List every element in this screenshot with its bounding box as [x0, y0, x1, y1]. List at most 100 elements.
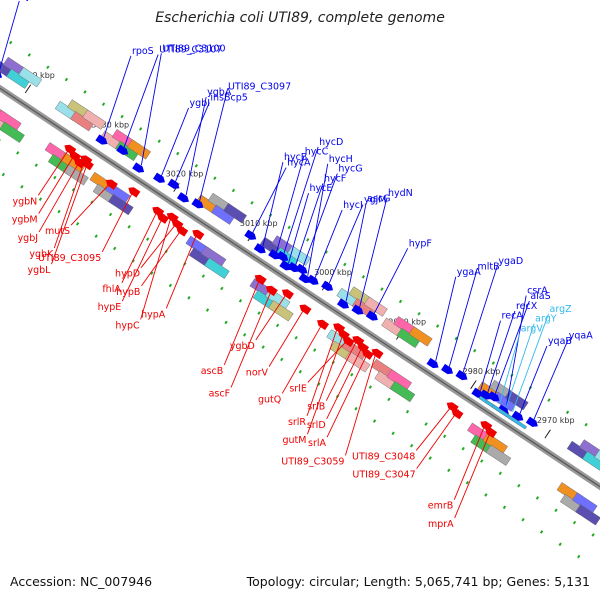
map-title: Escherichia coli UTI89, complete genome — [155, 10, 445, 26]
track-dot — [0, 138, 1, 143]
topology-label: Topology: circular; Length: 5,065,741 bp… — [246, 574, 590, 589]
track-dot — [372, 419, 377, 423]
track-dot — [521, 517, 525, 522]
reverse-feature-block — [344, 351, 371, 373]
track-dot — [572, 520, 577, 525]
track-dot — [157, 139, 161, 143]
forward-gene-leader — [0, 0, 20, 71]
track-dot — [145, 237, 150, 241]
forward-gene-label: hycB — [284, 152, 307, 163]
forward-gene-label: recA — [502, 311, 524, 322]
forward-gene-arrow — [306, 274, 319, 285]
forward-gene-label: hycF — [324, 173, 346, 184]
rna-gene-label: argV — [521, 323, 544, 334]
reverse-gene-leader — [306, 328, 338, 417]
forward-gene-arrow — [365, 310, 378, 321]
reverse-gene-leader — [53, 160, 85, 249]
forward-feature-block — [363, 296, 388, 317]
reverse-gene-leader — [37, 150, 69, 196]
track-dot — [83, 90, 87, 94]
reverse-gene-leader — [268, 307, 306, 367]
forward-gene-leader — [518, 345, 548, 417]
forward-gene-label: ygjM — [364, 195, 387, 206]
reverse-gene-label: srlR — [288, 417, 306, 428]
rna-gene-leader — [499, 333, 521, 404]
forward-gene-label: hydN — [388, 188, 413, 199]
forward-gene-arrow — [455, 369, 468, 381]
forward-gene-arrow — [253, 243, 266, 254]
track-dot — [361, 274, 366, 279]
track-dot — [306, 237, 310, 242]
reverse-gene-leader — [140, 218, 172, 320]
track-dot — [424, 422, 428, 426]
forward-feature-block — [223, 203, 247, 224]
track-dot — [38, 197, 43, 201]
reverse-gene-label: srlD — [307, 420, 326, 431]
track-dot — [275, 323, 280, 328]
feature-tracks — [0, 56, 600, 526]
track-dot — [287, 225, 291, 230]
reverse-gene-leader — [281, 320, 325, 394]
kbp-label: 3000 kbp — [314, 268, 352, 277]
track-dot — [465, 480, 470, 485]
reverse-gene-leader — [38, 158, 82, 233]
track-dot — [391, 431, 395, 436]
reverse-gene-leader — [223, 277, 261, 366]
reverse-gene-label: mutS — [45, 226, 70, 237]
forward-gene-label: cysH — [20, 0, 43, 2]
track-dot — [410, 443, 414, 448]
reverse-gene-label: ygbL — [27, 265, 51, 276]
forward-gene-label: hycH — [329, 154, 353, 165]
track-dot — [194, 164, 199, 168]
track-dot — [387, 397, 391, 402]
reverse-gene-arrow — [105, 179, 118, 190]
forward-gene-leader — [480, 320, 501, 391]
forward-gene-leader — [121, 54, 159, 153]
forward-gene-leader — [313, 209, 343, 281]
reverse-feature-block — [389, 380, 416, 403]
forward-feature-block — [594, 449, 600, 470]
forward-gene-arrow — [244, 229, 257, 240]
track-dot — [138, 127, 143, 131]
track-dot — [176, 151, 180, 156]
track-dot — [447, 468, 451, 473]
track-dot — [201, 274, 206, 278]
forward-gene-leader — [531, 340, 569, 425]
reverse-gene-leader — [307, 333, 344, 435]
forward-gene-arrow — [167, 178, 180, 189]
track-dot — [565, 410, 570, 415]
backbone-center — [0, 87, 600, 488]
forward-gene-leader — [486, 310, 516, 395]
reverse-gene-leader — [454, 430, 492, 519]
rna-gene-label: argZ — [550, 304, 573, 315]
reverse-feature-block — [108, 193, 134, 216]
reverse-gene-arrow — [317, 319, 330, 331]
forward-gene-leader — [140, 53, 162, 166]
reverse-gene-arrow — [361, 349, 374, 360]
track-dot — [380, 287, 384, 291]
forward-gene-label: yqaB — [548, 336, 572, 347]
track-dot — [368, 385, 373, 389]
forward-gene-leader — [358, 197, 388, 310]
track-dot — [554, 508, 558, 513]
reverse-gene-label: gutQ — [258, 394, 281, 405]
forward-gene-leader — [160, 107, 189, 179]
forward-gene-label: hycI — [343, 200, 363, 211]
reverse-gene-label: UTI89_C3059 — [281, 456, 344, 467]
forward-gene-leader — [326, 204, 364, 289]
forward-gene-arrow — [351, 304, 364, 315]
reverse-gene-arrow — [192, 229, 205, 241]
reverse-gene-leader — [326, 345, 364, 420]
forward-gene-arrow — [295, 263, 308, 274]
forward-gene-label: UTI89_C3107 — [159, 45, 222, 56]
track-dot — [577, 554, 581, 559]
forward-gene-label: mltB — [478, 261, 500, 272]
forward-gene-label: ygaA — [457, 267, 481, 278]
forward-gene-leader — [460, 265, 498, 378]
track-dot — [343, 262, 347, 267]
track-dot — [213, 176, 217, 180]
kbp-label: 2980 kbp — [463, 367, 501, 376]
reverse-gene-leader — [140, 222, 178, 268]
forward-gene-arrow — [441, 363, 453, 375]
